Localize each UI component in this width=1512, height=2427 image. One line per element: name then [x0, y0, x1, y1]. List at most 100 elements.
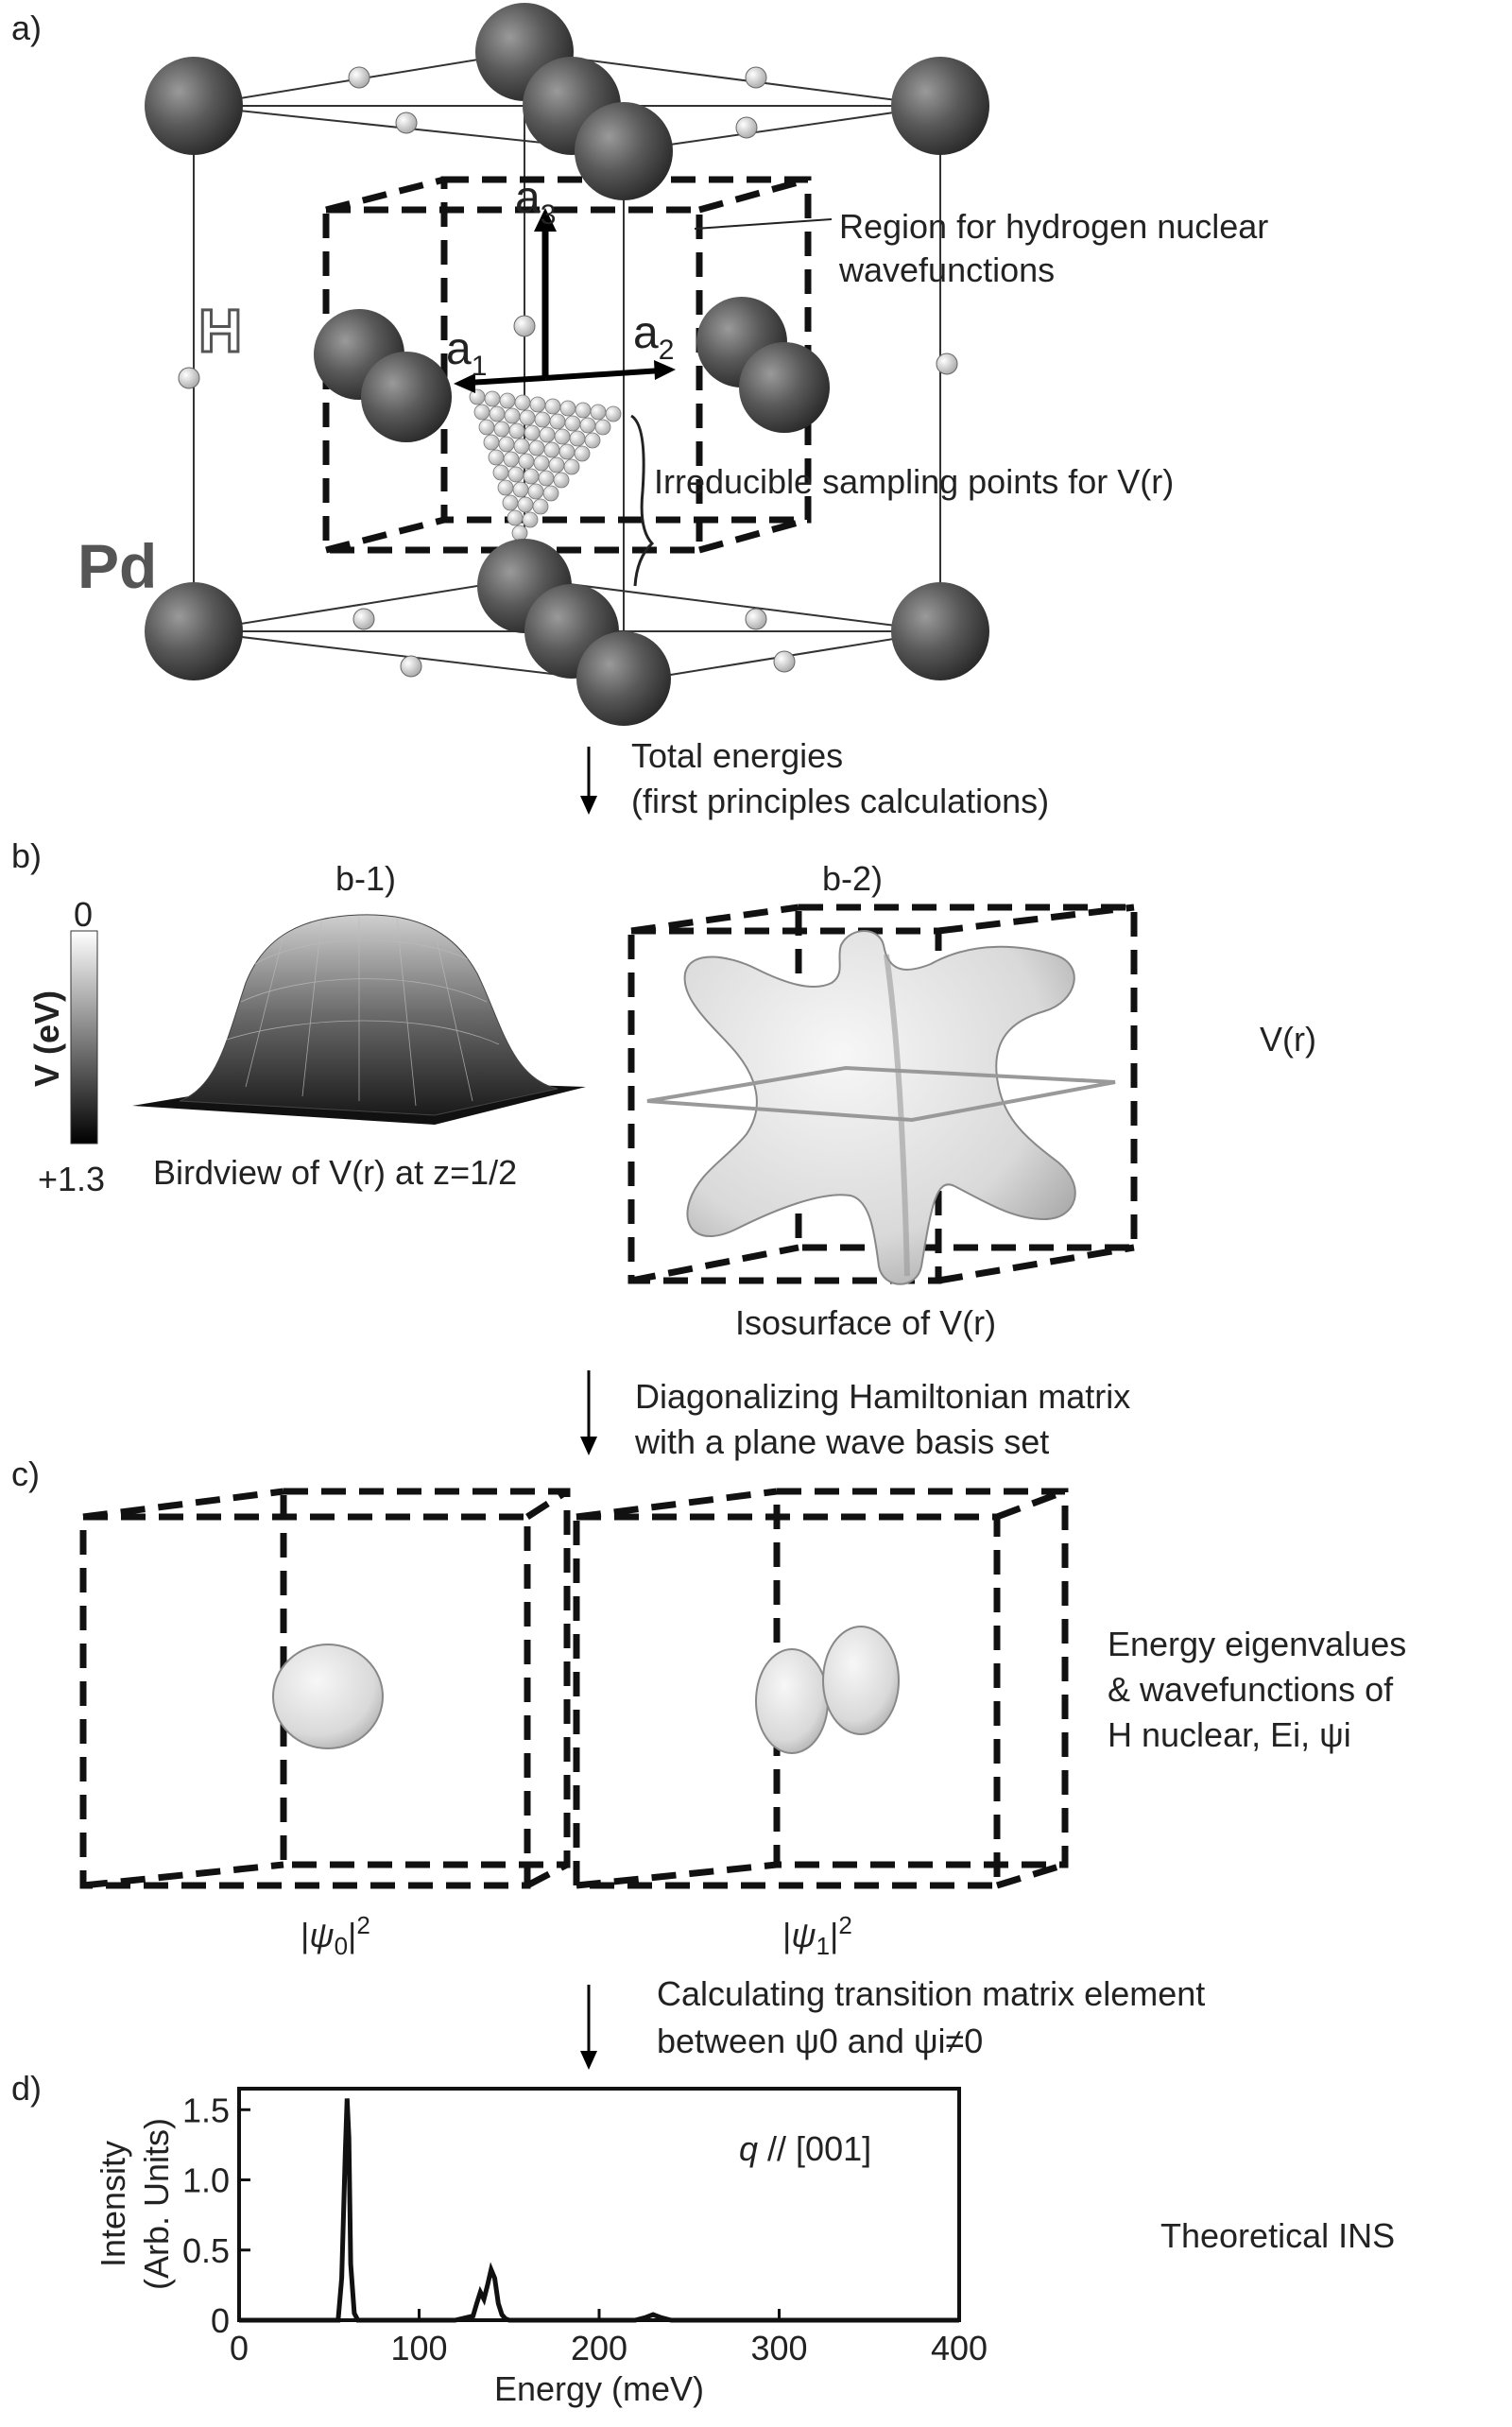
x-axis-label: Energy (meV) [494, 2369, 704, 2408]
sampling-point [512, 525, 527, 541]
hydrogen-label: H [198, 297, 242, 365]
sampling-label: Irreducible sampling points for V(r) [654, 462, 1174, 501]
a3-label: a3 [515, 173, 556, 231]
y-tick-label: 0 [211, 2301, 230, 2340]
birdview-caption: Birdview of V(r) at z=1/2 [153, 1153, 517, 1192]
sampling-point [570, 431, 585, 446]
sampling-point [549, 457, 564, 473]
step-1: Total energies (first principles calcula… [580, 736, 1049, 820]
sampling-point [484, 435, 499, 450]
sampling-point [530, 397, 545, 412]
sampling-point [504, 452, 519, 467]
region-label-1: Region for hydrogen nuclear [839, 207, 1268, 246]
psi0-blob [273, 1644, 383, 1748]
sampling-point [554, 473, 569, 488]
sampling-point [564, 459, 579, 474]
y-tick-label: 1.0 [182, 2161, 230, 2200]
panel-c: c) |ψ0|2 |ψ1|2 Energy eigenvalues & wave… [11, 1454, 1406, 1960]
isosurface-blob [647, 931, 1115, 1284]
step-3-line1: Calculating transition matrix element [657, 1974, 1205, 2013]
x-tick-label: 300 [750, 2329, 807, 2367]
panel-a-label: a) [11, 9, 42, 47]
step-3: Calculating transition matrix element be… [580, 1974, 1205, 2070]
a2-label: a2 [633, 308, 674, 366]
sampling-point [544, 442, 559, 457]
sampling-point [528, 484, 543, 499]
sampling-point [485, 391, 500, 406]
step-2-line2: with a plane wave basis set [634, 1422, 1049, 1461]
iso-caption: Isosurface of V(r) [735, 1303, 996, 1342]
panel-c-right-2: & wavefunctions of [1108, 1670, 1394, 1709]
region-label-2: wavefunctions [838, 250, 1055, 289]
panel-c-label: c) [11, 1454, 40, 1493]
x-tick-label: 0 [230, 2329, 249, 2367]
sampling-point [518, 497, 533, 512]
panel-b1-label: b-1) [335, 859, 396, 898]
sampling-point [513, 482, 528, 497]
x-tick-label: 100 [390, 2329, 447, 2367]
sampling-point [490, 406, 505, 422]
sampling-point [565, 416, 580, 431]
sampling-point [515, 395, 530, 410]
sampling-point [509, 423, 524, 439]
sampling-point [591, 404, 606, 420]
sampling-point [555, 429, 570, 444]
birdview-surface [132, 915, 586, 1125]
psi1-caption: |ψ1|2 [782, 1911, 852, 1960]
sampling-point [550, 414, 565, 429]
sampling-point [595, 420, 610, 435]
sampling-point [534, 456, 549, 471]
y-tick-label: 1.5 [182, 2091, 230, 2129]
chart-annotation: q // [001] [739, 2129, 871, 2168]
sampling-point [606, 406, 621, 422]
psi1-cube [576, 1491, 1065, 1885]
sampling-point [508, 467, 524, 482]
sampling-point [500, 393, 515, 408]
psi1-blob-right [823, 1627, 899, 1734]
pd-atoms [145, 3, 989, 726]
sampling-point [493, 465, 508, 480]
step-3-line2: between ψ0 and ψi≠0 [657, 2022, 983, 2060]
sampling-point [474, 404, 490, 420]
sampling-point [494, 422, 509, 437]
sampling-point [505, 408, 520, 423]
step-2: Diagonalizing Hamiltonian matrix with a … [580, 1370, 1130, 1461]
sampling-brace [631, 416, 652, 586]
panel-d-right-label: Theoretical INS [1160, 2216, 1395, 2255]
sampling-point [585, 433, 600, 448]
panel-b-right-label: V(r) [1260, 1020, 1316, 1059]
sampling-point [543, 486, 558, 501]
pd-label: Pd [77, 531, 157, 601]
panel-b: b) b-1) b-2) 0 +1.3 V (eV) Birdview of V… [11, 836, 1316, 1342]
a1-label: a1 [446, 324, 487, 382]
sampling-point [507, 510, 523, 525]
sampling-point [524, 425, 540, 440]
sampling-point [514, 439, 529, 454]
sampling-point [575, 446, 590, 461]
sampling-point [489, 450, 504, 465]
psi1-blob-left [756, 1649, 828, 1753]
sampling-point [523, 512, 538, 527]
colorbar [71, 931, 97, 1144]
panel-b2-label: b-2) [822, 859, 883, 898]
y-axis-label-1: Intensity [94, 2141, 132, 2267]
step-1-line2: (first principles calculations) [631, 782, 1049, 820]
sampling-point [499, 437, 514, 452]
sampling-point [533, 499, 548, 514]
sampling-point [559, 444, 575, 459]
sampling-point [545, 399, 560, 414]
psi0-cube [83, 1491, 567, 1885]
sampling-point [529, 440, 544, 456]
sampling-point [498, 480, 513, 495]
sampling-point [519, 454, 534, 469]
sampling-point [560, 401, 576, 416]
y-axis-label-2: (Arb. Units) [137, 2118, 176, 2290]
colorbar-top: 0 [74, 895, 93, 934]
x-tick-label: 200 [571, 2329, 627, 2367]
step-1-line1: Total energies [631, 736, 843, 775]
sampling-point [479, 420, 494, 435]
